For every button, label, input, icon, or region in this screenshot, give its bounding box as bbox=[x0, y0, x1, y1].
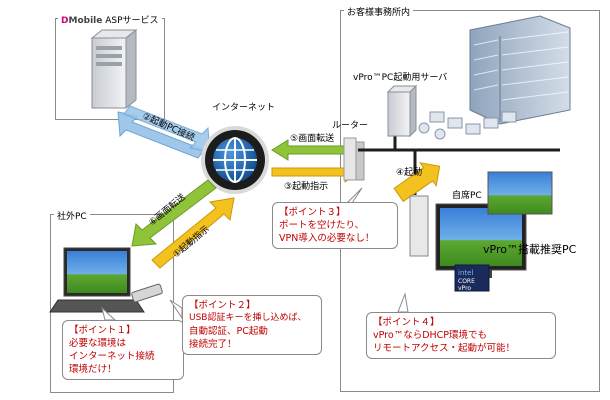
callout-point4-line: リモートアクセス・起動が可能！ bbox=[373, 343, 516, 354]
office-label: お客様事務所内 bbox=[344, 5, 414, 18]
svg-text:vPro: vPro bbox=[458, 285, 471, 292]
asp-service-text: ASPサービス bbox=[105, 16, 159, 26]
callout-point3-line: VPN導入の必要なし！ bbox=[279, 233, 375, 244]
label-startup-instruction-3: ③起動指示 bbox=[284, 180, 328, 192]
svg-text:CORE: CORE bbox=[458, 278, 475, 285]
callout-point2-line: 自動認証、PC起動 bbox=[189, 326, 268, 337]
office-building-icon bbox=[469, 15, 571, 125]
usb-key-icon bbox=[131, 283, 163, 303]
callout-point3-title: 【ポイント３】 bbox=[279, 207, 346, 218]
callout-point4-title: 【ポイント４】 bbox=[373, 317, 440, 328]
callout-point3: 【ポイント３】 ポートを空けたり、 VPN導入の必要なし！ bbox=[272, 202, 398, 249]
callout-point4-line: vPro™ならDHCP環境でも bbox=[373, 330, 488, 341]
vpro-pc-label: vPro™搭載推奨PC bbox=[483, 243, 577, 256]
arrow-startup-instruction-1 bbox=[151, 197, 235, 269]
callout-point1-line: 環境だけ！ bbox=[69, 364, 117, 375]
router-label: ルーター bbox=[332, 120, 368, 131]
callout-point2-line: 接続完了！ bbox=[189, 339, 237, 350]
callout-point1-line: 必要な環境は bbox=[69, 338, 127, 349]
asp-server-icon bbox=[90, 28, 138, 110]
startup-server-icon bbox=[386, 84, 418, 138]
intel-core-vpro-badge: intel CORE vPro bbox=[454, 264, 490, 292]
docomo-logo-text: Mobile bbox=[68, 16, 103, 26]
remote-screen-icon bbox=[487, 171, 553, 215]
callout-point2-title: 【ポイント２】 bbox=[189, 300, 256, 311]
label-startup-4: ④起動 bbox=[396, 167, 422, 178]
own-pc-label: 自席PC bbox=[452, 189, 482, 201]
arrow-startup-connect bbox=[117, 105, 211, 159]
outside-pc-label: 社外PC bbox=[54, 209, 90, 222]
svg-text:intel: intel bbox=[458, 269, 473, 277]
callout-point3-line: ポートを空けたり、 bbox=[279, 220, 365, 231]
callout-point2: 【ポイント２】 USB認証キーを挿し込めば、 自動認証、PC起動 接続完了！ bbox=[182, 295, 322, 355]
internet-label: インターネット bbox=[212, 102, 275, 113]
arrow-startup-4 bbox=[393, 162, 441, 203]
callout-point2-line: USB認証キーを挿し込めば、 bbox=[189, 313, 307, 323]
callout-point4: 【ポイント４】 vPro™ならDHCP環境でも リモートアクセス・起動が可能！ bbox=[366, 312, 556, 359]
arrow-screen-transfer-6 bbox=[131, 179, 217, 247]
own-pc-icon bbox=[409, 195, 527, 278]
docomo-logo-mark: D bbox=[61, 16, 69, 26]
asp-service-label: DMobile ASPサービス bbox=[58, 13, 162, 26]
startup-server-label: vPro™PC起動用サーバ bbox=[353, 72, 447, 83]
internet-globe-icon bbox=[201, 126, 269, 194]
office-workstations-icon bbox=[418, 111, 517, 140]
laptop-icon bbox=[49, 247, 145, 313]
callout-point1: 【ポイント１】 必要な環境は インターネット接続 環境だけ！ bbox=[62, 320, 184, 380]
router-icon bbox=[343, 137, 365, 181]
callout-point1-title: 【ポイント１】 bbox=[69, 325, 136, 336]
callout-point1-line: インターネット接続 bbox=[69, 351, 155, 362]
label-screen-transfer-5: ⑤画面転送 bbox=[290, 132, 334, 144]
